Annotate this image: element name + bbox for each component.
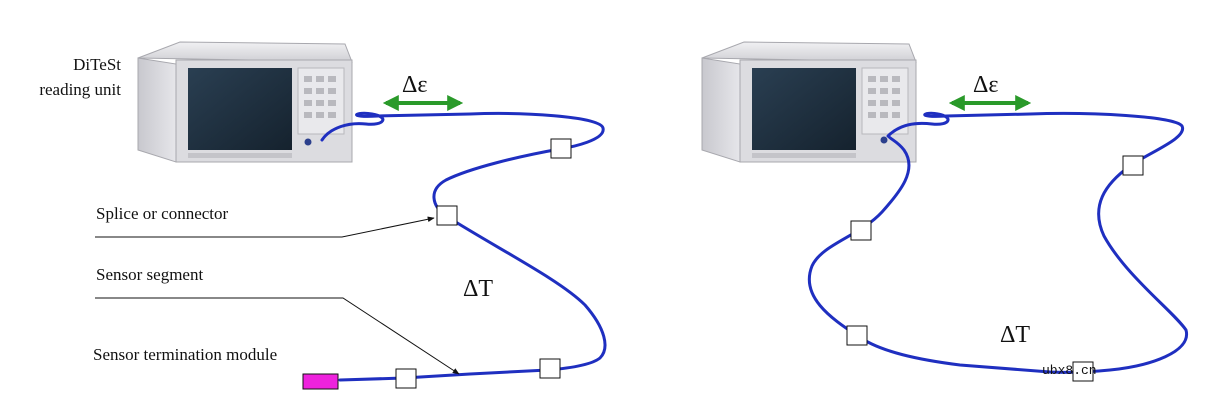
square-connector-icon [846, 325, 868, 346]
reading-unit-device-icon [137, 41, 353, 163]
unit-label-line2: reading unit [39, 80, 121, 99]
delta-strain-label: Δε [973, 72, 999, 98]
splice-label: Splice or connector [96, 204, 229, 223]
square-connector-icon [1072, 361, 1094, 382]
square-connector-icon [539, 358, 561, 379]
segment-label: Sensor segment [96, 265, 203, 284]
delta-temp-label: ΔT [1000, 322, 1030, 348]
segment-leader-line [95, 297, 460, 375]
sensor-fiber [807, 111, 1188, 374]
reading-unit-device-icon [701, 41, 917, 163]
unit-label-line1: DiTeSt [73, 55, 121, 74]
sensor-termination-module [302, 373, 339, 390]
square-connector-icon [550, 138, 572, 159]
square-connector-icon [1122, 155, 1144, 176]
sensor-fiber [320, 111, 607, 382]
square-connector-icon [850, 220, 872, 241]
square-connector-icon [436, 205, 458, 226]
watermark-text: ubx8.cn [1042, 363, 1097, 378]
square-connector-icon [395, 368, 417, 389]
left-layout: DiTeSt reading unit Δε Splice or connect… [39, 41, 607, 390]
delta-temp-label: ΔT [463, 276, 493, 302]
termination-label: Sensor termination module [93, 345, 277, 364]
right-layout: Δε ΔT ubx8.cn [701, 41, 1188, 382]
delta-strain-label: Δε [402, 72, 428, 98]
splice-leader-line [95, 216, 435, 238]
